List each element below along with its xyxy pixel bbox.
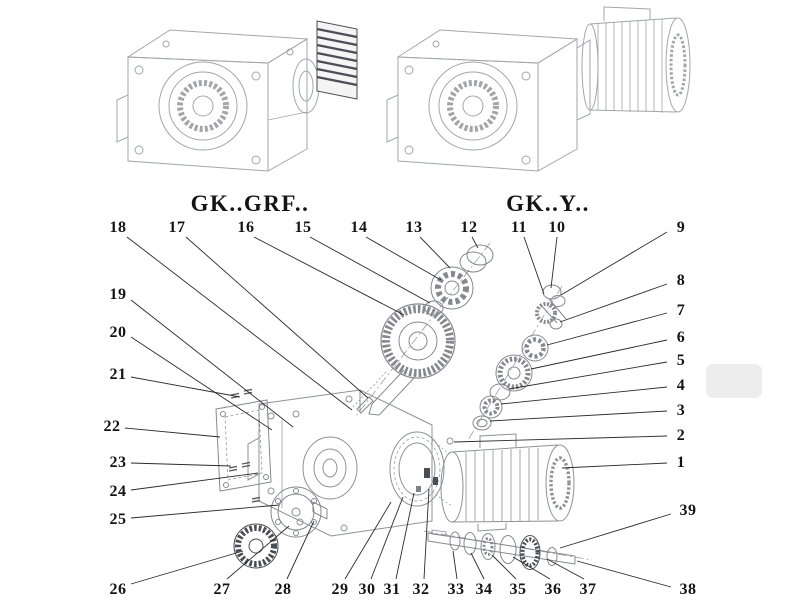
mounting-plate <box>215 399 272 492</box>
leader-line-34 <box>470 552 485 580</box>
part-number-21: 21 <box>109 366 127 383</box>
leader-line-5 <box>508 361 668 390</box>
leader-line-6 <box>530 339 668 370</box>
part-number-23: 23 <box>109 454 127 471</box>
part-number-17: 17 <box>168 219 186 236</box>
output-pinion-gear <box>519 535 541 570</box>
leader-line-24 <box>130 472 259 491</box>
part-number-22: 22 <box>103 418 121 435</box>
motor-line-drawing <box>576 6 691 121</box>
part-number-6: 6 <box>676 329 686 346</box>
model-heading-gk-grf: GK..GRF.. <box>190 191 310 216</box>
part-number-30: 30 <box>358 581 376 598</box>
leader-line-33 <box>452 550 458 580</box>
leader-line-35 <box>491 554 517 580</box>
shaft-keys <box>416 468 438 492</box>
part-number-33: 33 <box>447 581 465 598</box>
leader-line-21 <box>130 376 241 398</box>
part-number-9: 9 <box>676 219 686 236</box>
part-number-4: 4 <box>676 377 686 394</box>
leader-line-12 <box>471 236 479 249</box>
leader-line-14 <box>365 236 442 281</box>
leader-line-10 <box>550 236 558 289</box>
leader-line-9 <box>560 231 668 296</box>
leader-line-8 <box>559 283 668 323</box>
leader-line-11 <box>523 236 545 295</box>
part-number-18: 18 <box>109 219 127 236</box>
gearbox-line-drawing-gky <box>386 29 579 172</box>
part-number-11: 11 <box>510 219 528 236</box>
part-number-10: 10 <box>548 219 566 236</box>
part-number-16: 16 <box>237 219 255 236</box>
part-number-25: 25 <box>109 511 127 528</box>
part-number-2: 2 <box>676 427 686 444</box>
part-number-14: 14 <box>350 219 368 236</box>
part-number-13: 13 <box>405 219 423 236</box>
output-gear <box>233 523 279 569</box>
leader-line-38 <box>576 560 672 588</box>
leader-line-37 <box>546 558 585 580</box>
motor-exploded <box>440 433 575 532</box>
part-number-12: 12 <box>460 219 478 236</box>
leader-line-27 <box>226 525 290 580</box>
part-number-20: 20 <box>109 324 127 341</box>
leader-line-29 <box>344 501 392 580</box>
leader-line-1 <box>561 462 668 469</box>
part-number-39: 39 <box>679 502 697 519</box>
part-number-32: 32 <box>412 581 430 598</box>
part-number-37: 37 <box>579 581 597 598</box>
leader-line-31 <box>395 492 415 580</box>
leader-line-25 <box>130 504 280 519</box>
leader-line-3 <box>489 410 668 422</box>
output-shaft-assembly <box>427 529 576 566</box>
leader-line-30 <box>370 496 404 580</box>
leader-line-26 <box>130 550 244 585</box>
side-cover-and-bushing <box>270 486 328 538</box>
leader-line-23 <box>130 462 232 467</box>
part-number-31: 31 <box>383 581 401 598</box>
leader-line-19 <box>130 299 294 428</box>
gearbox-line-drawing-gkgrf <box>116 29 320 172</box>
part-number-34: 34 <box>475 581 493 598</box>
part-number-26: 26 <box>109 581 127 598</box>
leader-line-7 <box>546 312 668 346</box>
part-number-29: 29 <box>331 581 349 598</box>
part-number-8: 8 <box>676 272 686 289</box>
part-number-28: 28 <box>274 581 292 598</box>
part-number-36: 36 <box>544 581 562 598</box>
leader-line-15 <box>309 236 431 304</box>
part-number-15: 15 <box>294 219 312 236</box>
part-number-3: 3 <box>676 402 686 419</box>
part-number-27: 27 <box>213 581 231 598</box>
leader-line-28 <box>286 520 315 580</box>
leader-line-17 <box>185 236 369 399</box>
part-number-35: 35 <box>509 581 527 598</box>
fastener-bolts <box>228 388 261 503</box>
leader-line-18 <box>126 236 353 411</box>
leader-line-4 <box>500 386 668 405</box>
leader-line-13 <box>419 236 451 269</box>
part-number-38: 38 <box>679 581 697 598</box>
leader-line-16 <box>253 236 405 316</box>
watermark <box>706 364 762 398</box>
leader-line-2 <box>453 435 668 443</box>
leader-line-22 <box>124 427 221 438</box>
part-number-7: 7 <box>676 302 686 319</box>
part-number-1: 1 <box>676 454 686 471</box>
leader-line-20 <box>130 336 273 431</box>
pinion-stack <box>472 284 567 431</box>
input-fan-cover-icon <box>316 20 358 100</box>
model-heading-gk-y: GK..Y.. <box>506 191 590 216</box>
leader-line-39 <box>559 513 672 549</box>
leader-line-32 <box>423 488 430 580</box>
part-number-5: 5 <box>676 352 686 369</box>
part-number-24: 24 <box>109 483 127 500</box>
part-number-19: 19 <box>109 286 127 303</box>
housing-exploded <box>247 389 454 537</box>
leader-line-36 <box>512 556 551 580</box>
